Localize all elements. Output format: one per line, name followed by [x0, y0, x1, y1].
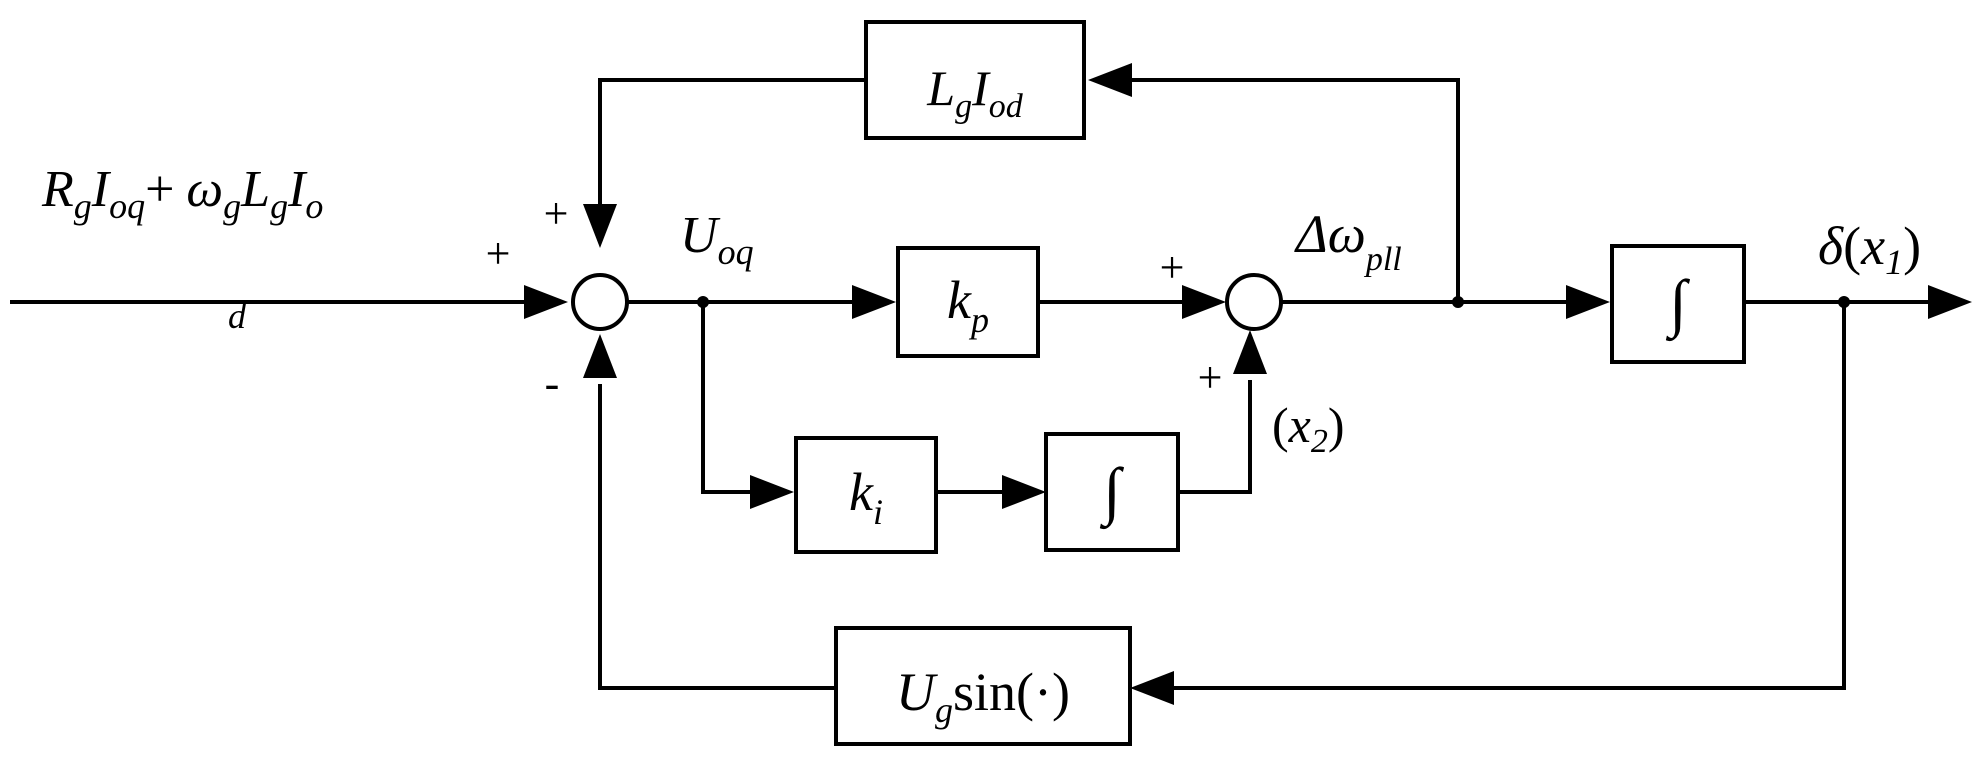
ug-sin-feedback-wire [1170, 302, 1846, 690]
lg-iod-feedback-wire [1130, 78, 1460, 302]
arrow-into-integrator [1566, 285, 1610, 319]
arrow-output [1928, 285, 1972, 319]
ug-sin-out-wire [598, 384, 836, 690]
label-delta-omega: Δωpll [1294, 204, 1402, 278]
summing-junction-1 [571, 273, 629, 331]
sign-sum2-left: + [1160, 243, 1185, 292]
input-label-line2: d [228, 296, 247, 336]
block-lg-iod-label: LgIod [926, 60, 1023, 125]
arrow-into-sum1-top [583, 204, 617, 248]
lg-iod-out-wire [598, 78, 866, 214]
arrow-into-ug-sin [1130, 671, 1174, 705]
arrow-into-sum2-left [1182, 285, 1226, 319]
arrow-into-int1 [1002, 475, 1046, 509]
summing-junction-2 [1225, 273, 1283, 331]
sign-sum1-top: + [544, 189, 569, 238]
arrow-into-sum1-left [524, 285, 568, 319]
junction-delta-omega [1452, 296, 1464, 308]
block-lg-iod [864, 20, 1086, 140]
block-integrator-2 [1610, 244, 1746, 364]
label-uoq: Uoq [680, 207, 754, 272]
block-ug-sin-label: Ugsin(·) [896, 662, 1070, 730]
block-kp-label: kp [947, 270, 989, 340]
block-kp [896, 246, 1040, 358]
integral-symbol-2: ∫ [1665, 267, 1690, 342]
sign-sum1-bottom: - [545, 359, 560, 408]
input-label-line1: RgIoq+ωgLgIo [41, 161, 323, 226]
block-integrator-1 [1044, 432, 1180, 552]
arrow-into-ki [750, 475, 794, 509]
block-ki-label: ki [849, 462, 883, 532]
junction-uoq [697, 296, 709, 308]
label-x2: (x2) [1272, 397, 1345, 460]
x2-wire [1178, 380, 1252, 494]
arrow-into-sum1-bottom [583, 334, 617, 378]
junction-delta [1838, 296, 1850, 308]
sign-sum2-bottom: + [1198, 353, 1223, 402]
label-delta-x1: δ(x1) [1818, 216, 1921, 282]
block-ug-sin [834, 626, 1132, 746]
sign-sum1-left: + [486, 229, 511, 278]
integral-symbol-1: ∫ [1099, 455, 1124, 530]
block-ki [794, 436, 938, 554]
arrow-into-sum2-bottom [1233, 330, 1267, 374]
arrow-into-lg-iod [1088, 63, 1132, 97]
ki-branch-wire [701, 302, 760, 494]
arrow-into-kp [852, 285, 896, 319]
